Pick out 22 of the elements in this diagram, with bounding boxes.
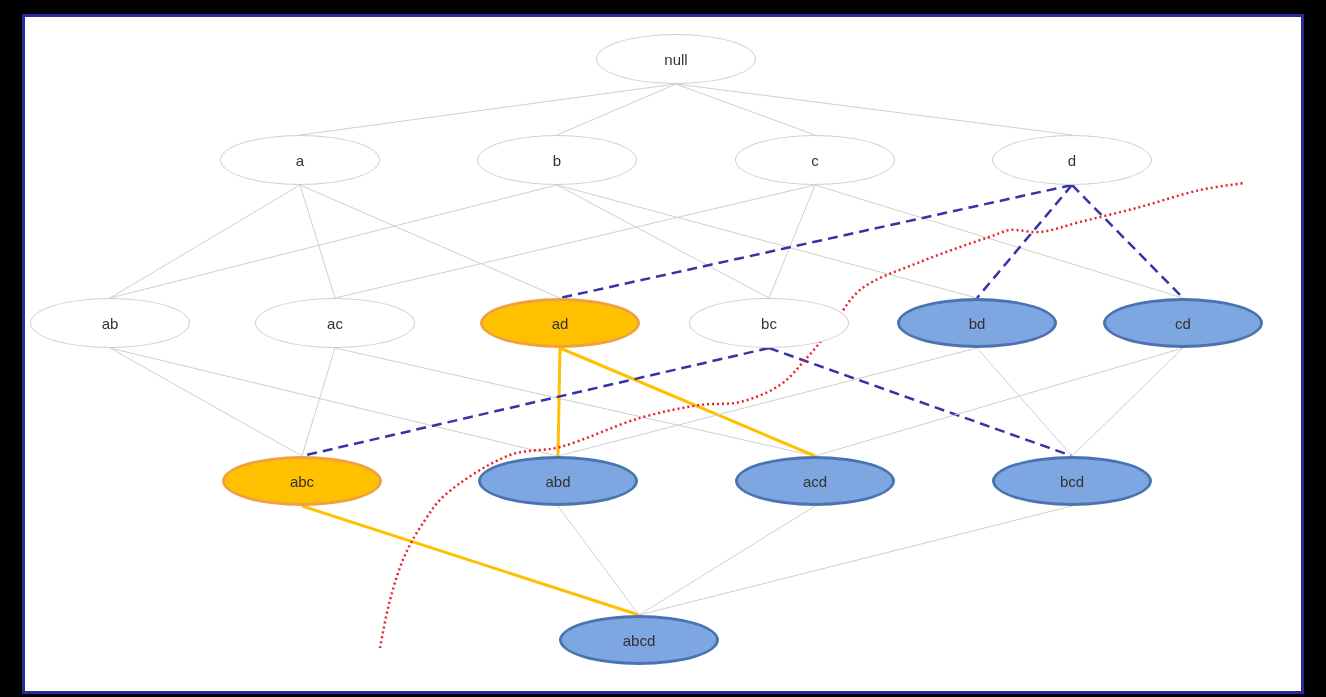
connector-line bbox=[638, 505, 816, 616]
connector-line bbox=[109, 184, 301, 299]
connector-line bbox=[559, 346, 816, 458]
connector-line bbox=[976, 347, 1073, 457]
connector-line bbox=[814, 347, 1184, 457]
connector-line bbox=[814, 184, 1184, 299]
dashed-line bbox=[559, 183, 1073, 300]
connector-line bbox=[1071, 347, 1184, 457]
connector-line bbox=[301, 347, 336, 457]
connector-line bbox=[556, 347, 562, 457]
connector-line bbox=[768, 184, 816, 299]
connector-line bbox=[557, 347, 978, 457]
connector-line bbox=[557, 505, 640, 616]
connector-line bbox=[675, 83, 816, 136]
connector-line bbox=[556, 184, 770, 299]
connector-line bbox=[109, 347, 303, 457]
connector-line bbox=[299, 184, 336, 299]
connector-line bbox=[299, 184, 561, 299]
dashed-line bbox=[976, 184, 1073, 299]
dashed-line bbox=[768, 346, 1073, 458]
connector-line bbox=[301, 504, 640, 617]
connector-line bbox=[556, 83, 677, 136]
